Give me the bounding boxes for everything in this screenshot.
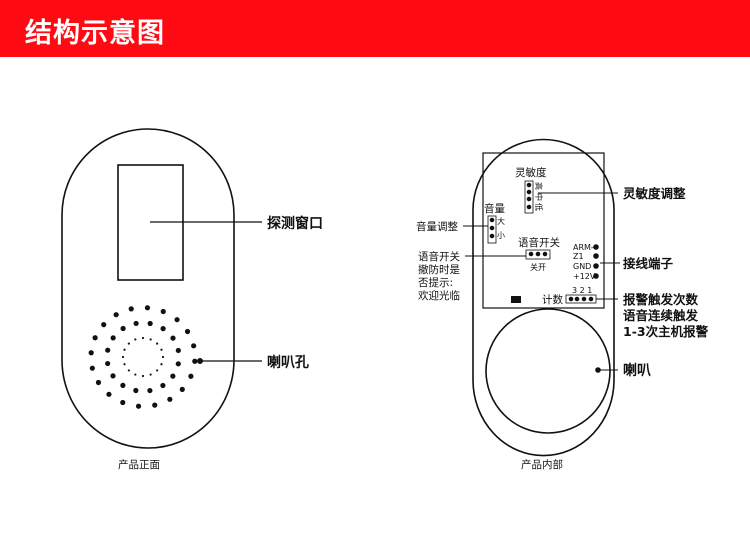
count-callout-line: 1-3次主机报警: [623, 324, 709, 339]
speaker-hole: [184, 328, 191, 335]
volume-high: 大: [497, 216, 505, 226]
speaker-hole: [105, 360, 111, 367]
speaker-hole: [174, 317, 180, 323]
speaker-hole: [110, 373, 116, 379]
sensitivity-high: 高: [534, 182, 544, 190]
sensitivity-callout: 灵敏度调整: [623, 186, 686, 201]
terminal-gnd: GND: [573, 262, 591, 271]
speaker-hole: [175, 361, 181, 367]
speaker-hole: [127, 342, 130, 345]
terminal-arm: ARM-: [573, 243, 594, 252]
terminal-12v: +12V: [573, 272, 596, 281]
speaker-hole: [144, 305, 151, 311]
speaker-hole: [133, 320, 139, 327]
speaker-holes: [88, 305, 198, 409]
speaker-hole: [92, 335, 98, 341]
speaker-hole: [113, 312, 119, 318]
speaker-hole: [141, 374, 145, 378]
count-callout-line: 报警触发次数: [623, 292, 699, 307]
speaker-hole: [120, 382, 126, 388]
speaker-hole: [123, 348, 126, 351]
speaker-callout: 喇叭: [623, 362, 651, 379]
voice-callout-line: 欢迎光临: [418, 289, 460, 302]
speaker-hole: [170, 335, 176, 341]
speaker-hole: [192, 358, 198, 364]
speaker: [485, 308, 611, 434]
speaker-hole: [161, 355, 165, 359]
sensitivity-mid: 中: [534, 193, 544, 201]
speaker-hole: [141, 336, 145, 340]
speaker-hole: [95, 379, 102, 386]
header-bar: 结构示意图: [0, 0, 750, 57]
speaker-hole: [156, 369, 159, 372]
detection-window-label: 探测窗口: [267, 215, 323, 232]
speaker-hole: [127, 369, 130, 372]
inside-device: [463, 138, 620, 457]
volume-low: 小: [497, 231, 505, 240]
count-title: 计数: [542, 293, 563, 306]
speaker-hole: [156, 342, 159, 345]
speaker-hole: [175, 347, 181, 354]
speaker-hole: [188, 373, 194, 379]
speaker-hole: [160, 326, 166, 332]
sensitivity-title: 灵敏度: [515, 166, 547, 179]
speaker-hole: [110, 335, 116, 341]
speaker-hole: [149, 338, 152, 341]
voice-callout-line: 撤防时是: [418, 263, 460, 276]
volume-callout: 音量调整: [416, 220, 458, 233]
speaker-hole: [88, 350, 94, 356]
speaker-hole: [121, 355, 125, 359]
voice-switch-title: 语音开关: [518, 236, 560, 249]
speaker-hole: [179, 386, 185, 392]
sensitivity-low: 低: [534, 203, 544, 211]
speaker-hole: [134, 373, 137, 376]
speaker-hole: [105, 347, 111, 353]
speaker-hole: [123, 363, 126, 366]
voice-callout-line: 语音开关: [418, 250, 460, 263]
speaker-hole: [128, 306, 134, 312]
page-title: 结构示意图: [25, 18, 165, 49]
speaker-hole: [191, 343, 197, 349]
front-caption: 产品正面: [118, 458, 160, 471]
terminals-callout: 接线端子: [623, 256, 674, 271]
count-callout-line: 语音连续触发: [623, 308, 699, 323]
speaker-hole: [147, 387, 153, 394]
speaker-hole: [101, 322, 107, 328]
speaker-hole: [134, 338, 137, 341]
speaker-hole: [120, 399, 126, 406]
speaker-hole: [160, 363, 163, 366]
inside-caption: 产品内部: [521, 458, 563, 471]
speaker-hole: [133, 387, 139, 394]
speaker-hole: [149, 373, 152, 376]
count-pins: 3 2 1: [572, 286, 592, 295]
speaker-hole: [120, 325, 126, 332]
volume-title: 音量: [484, 202, 505, 215]
speaker-hole: [160, 348, 163, 351]
speaker-hole: [135, 403, 142, 409]
terminal-z1: Z1: [573, 252, 584, 261]
speaker-hole: [147, 320, 153, 327]
speaker-hole-label: 喇叭孔: [267, 354, 309, 371]
speaker-hole: [106, 391, 112, 397]
speaker-hole: [167, 396, 173, 402]
speaker-hole: [160, 308, 166, 315]
voice-switch-states: 关开: [530, 262, 546, 272]
speaker-hole: [170, 373, 176, 379]
speaker-hole: [152, 402, 158, 408]
front-device: [61, 128, 262, 449]
speaker-hole: [160, 382, 166, 389]
speaker-hole: [89, 365, 95, 371]
voice-callout-line: 否提示:: [418, 277, 453, 289]
